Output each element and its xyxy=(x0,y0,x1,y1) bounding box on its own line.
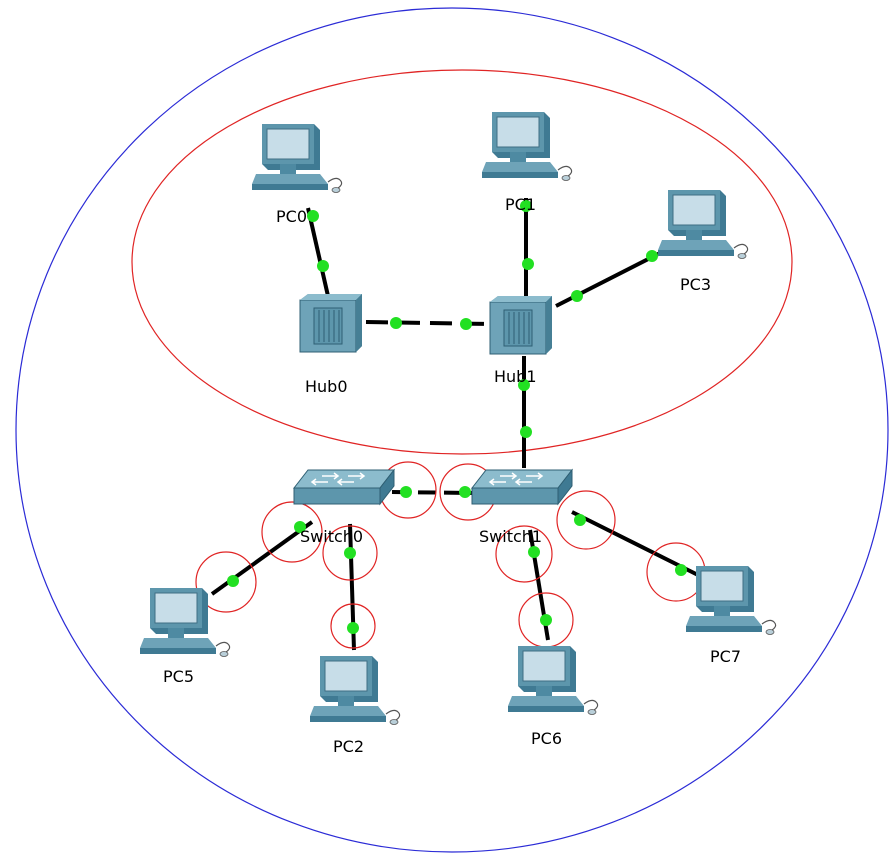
label-pc0: PC0 xyxy=(276,207,307,226)
link-indicator xyxy=(520,200,532,212)
link-indicator xyxy=(317,260,329,272)
pc-icon[interactable] xyxy=(685,565,777,636)
hub-collision-domain-ellipse xyxy=(131,69,793,455)
collision-circle-s0-pc2-a xyxy=(322,525,378,581)
link-indicator xyxy=(522,258,534,270)
label-pc2: PC2 xyxy=(333,737,364,756)
link-pc0-hub0 xyxy=(306,207,330,297)
pc-icon[interactable] xyxy=(507,645,599,716)
label-pc5: PC5 xyxy=(163,667,194,686)
link-indicator xyxy=(460,318,472,330)
label-hub1: Hub1 xyxy=(494,367,537,386)
collision-circle-s0-pc5-a xyxy=(261,501,323,563)
link-indicator xyxy=(675,564,687,576)
label-pc3: PC3 xyxy=(680,275,711,294)
link-indicator xyxy=(307,210,319,222)
switch-collision-domains xyxy=(195,461,706,649)
pc-icon[interactable] xyxy=(139,587,231,658)
switch-icon[interactable] xyxy=(293,469,395,505)
broadcast-domain-ellipse xyxy=(15,7,889,853)
label-hub0: Hub0 xyxy=(305,377,348,396)
link-indicator xyxy=(347,622,359,634)
link-indicator xyxy=(390,317,402,329)
pc-icon[interactable] xyxy=(309,655,401,726)
collision-circle-s0-pc5-b xyxy=(195,551,257,613)
collision-circle-s0-pc2-b xyxy=(330,603,376,649)
link-indicator xyxy=(574,514,586,526)
label-pc1: PC1 xyxy=(505,195,536,214)
pc-icon[interactable] xyxy=(657,189,749,260)
switch-icon[interactable] xyxy=(471,469,573,505)
link-indicators xyxy=(227,200,687,634)
label-switch1: Switch1 xyxy=(479,527,542,546)
link-indicator xyxy=(294,521,306,533)
link-indicator xyxy=(518,379,530,391)
collision-circle-s1-pc7-a xyxy=(556,490,616,550)
link-indicator xyxy=(540,614,552,626)
link-indicator xyxy=(571,290,583,302)
label-pc6: PC6 xyxy=(531,729,562,748)
link-indicator xyxy=(528,546,540,558)
label-pc7: PC7 xyxy=(710,647,741,666)
pc-icon[interactable] xyxy=(251,123,343,194)
collision-circle-s1-pc6-a xyxy=(495,525,553,583)
hub-icon[interactable] xyxy=(489,295,553,355)
label-switch0: Switch0 xyxy=(300,527,363,546)
link-indicator xyxy=(459,486,471,498)
link-indicator xyxy=(646,250,658,262)
link-indicator xyxy=(344,547,356,559)
link-indicator xyxy=(227,575,239,587)
link-indicator xyxy=(400,486,412,498)
pc-icon[interactable] xyxy=(481,111,573,182)
hub-icon[interactable] xyxy=(299,293,363,353)
link-indicator xyxy=(520,426,532,438)
